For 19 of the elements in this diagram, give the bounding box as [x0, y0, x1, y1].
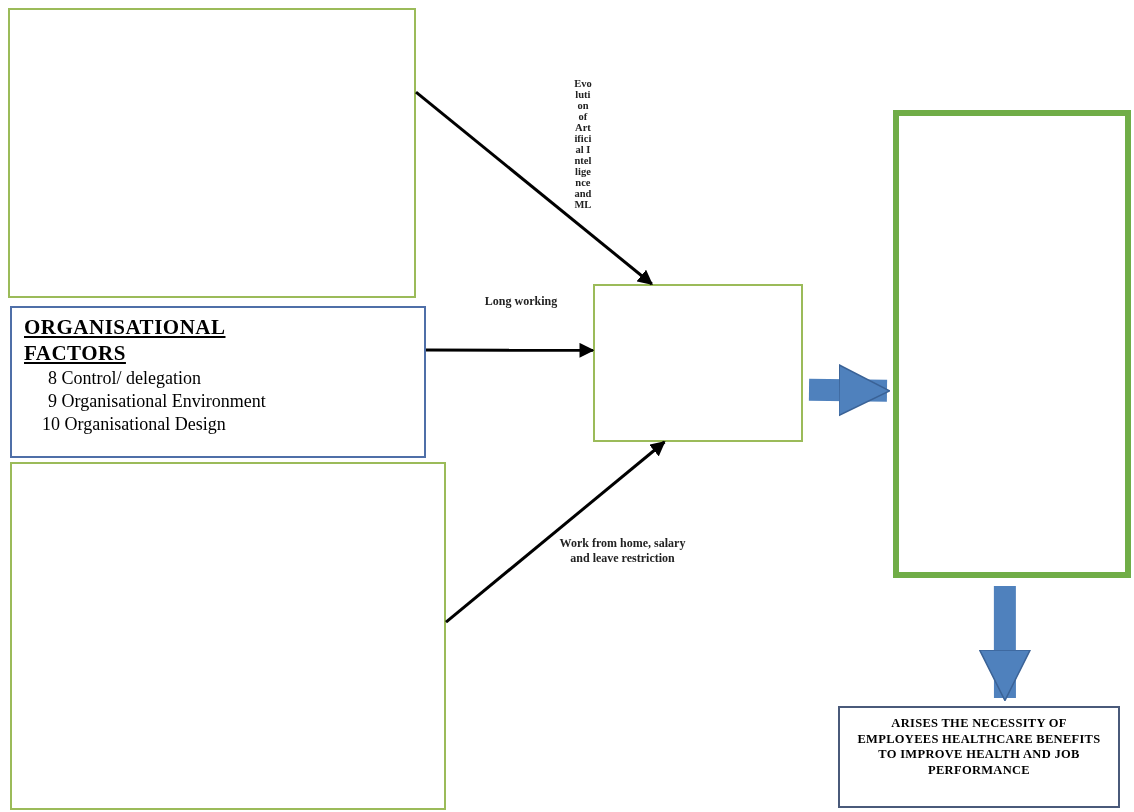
- block-arrow: [808, 364, 891, 417]
- outcome-text: ARISES THE NECESSITY OF EMPLOYEES HEALTHCARE BENEFITS TO IMPROVE HEALTH AND JOB PERFORMANCE: [856, 716, 1102, 779]
- edge-label: Evolution of Artificial Intelligence and ML: [574, 78, 592, 211]
- block-arrow: [978, 586, 1031, 702]
- factors-box: [10, 306, 426, 458]
- empty-box: [593, 284, 803, 442]
- factor-item: 10 Organisational Design: [42, 413, 226, 437]
- arrow: [426, 342, 595, 358]
- edge-label: Work from home, salary and leave restriction: [558, 536, 687, 566]
- arrow: [445, 440, 666, 624]
- edge-label: Long working: [483, 294, 559, 309]
- outcome-box: [838, 706, 1120, 808]
- arrow: [415, 90, 653, 286]
- empty-box: [8, 8, 416, 298]
- factor-item: 8 Control/ delegation: [48, 366, 201, 390]
- empty-box: [10, 462, 446, 810]
- empty-box: [893, 110, 1131, 578]
- factor-item: 9 Organisational Environment: [48, 389, 266, 413]
- box-heading: ORGANISATIONAL FACTORS: [24, 314, 227, 367]
